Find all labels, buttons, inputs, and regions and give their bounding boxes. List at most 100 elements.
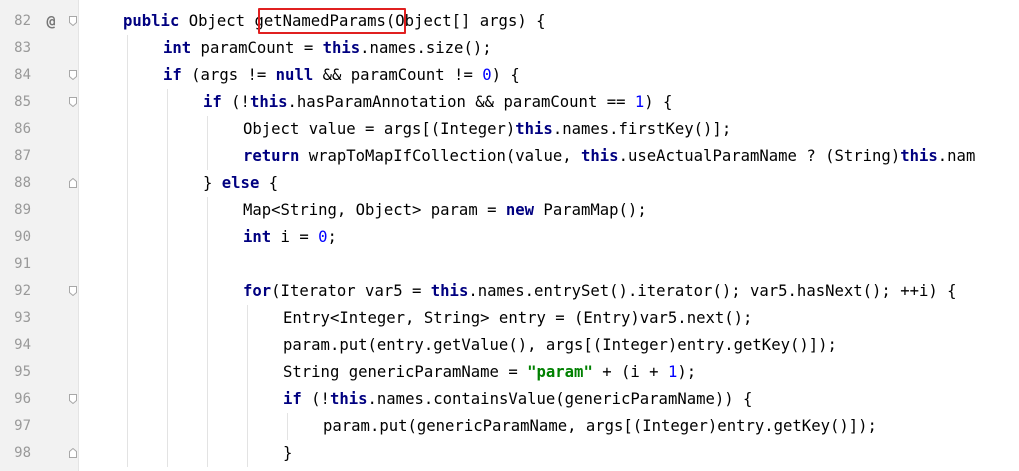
number-token: 0 xyxy=(482,66,492,84)
line-number: 94 xyxy=(14,337,31,353)
code-token: wrapToMapIfCollection(value, xyxy=(299,147,581,165)
code-token: ) { xyxy=(644,93,673,111)
number-token: 1 xyxy=(634,93,645,111)
code-token: && paramCount != xyxy=(313,66,483,84)
code-token: (Object[] args) { xyxy=(385,12,546,30)
line-number: 83 xyxy=(14,40,31,56)
code-token: ; xyxy=(327,228,337,246)
indent-guide xyxy=(207,197,208,467)
code-text: if (!this.hasParamAnnotation && paramCou… xyxy=(203,89,672,116)
code-token: .names.containsValue(genericParamName)) … xyxy=(367,390,753,408)
keyword-token: if xyxy=(163,66,182,84)
number-token: 1 xyxy=(667,363,678,381)
code-text: for(Iterator var5 = this.names.entrySet(… xyxy=(243,278,957,305)
code-token: (! xyxy=(221,93,250,111)
code-token: Map<String, Object> param = xyxy=(243,201,506,219)
indent-guide xyxy=(167,89,168,467)
fold-start-icon[interactable] xyxy=(69,70,77,80)
method-name-token: getNamedParams xyxy=(254,12,386,30)
indent-guide xyxy=(287,413,288,440)
override-marker-icon[interactable]: @ xyxy=(46,12,56,30)
keyword-token: for xyxy=(243,282,272,300)
code-text: Map<String, Object> param = new ParamMap… xyxy=(243,197,647,224)
fold-start-icon[interactable] xyxy=(69,16,77,26)
line-number: 86 xyxy=(14,121,31,137)
line-number: 87 xyxy=(14,148,31,164)
keyword-token: null xyxy=(275,66,314,84)
code-text: int i = 0; xyxy=(243,224,337,251)
line-number: 98 xyxy=(14,445,31,461)
line-number: 97 xyxy=(14,418,31,434)
line-number: 93 xyxy=(14,310,31,326)
code-text: param.put(genericParamName, args[(Intege… xyxy=(323,413,877,440)
code-token: (Iterator var5 = xyxy=(271,282,431,300)
line-number: 89 xyxy=(14,202,31,218)
code-line[interactable]: 89 Map<String, Object> param = new ParamM… xyxy=(0,197,1019,224)
code-token: .names.size(); xyxy=(360,39,492,57)
number-token: 0 xyxy=(318,228,328,246)
code-token: .names.entrySet().iterator(); var5.hasNe… xyxy=(468,282,957,300)
keyword-token: this xyxy=(322,39,361,57)
code-line[interactable]: 94 param.put(entry.getValue(), args[(Inte… xyxy=(0,332,1019,359)
indent-guide xyxy=(127,35,128,467)
code-text: } else { xyxy=(203,170,278,197)
code-text: Entry<Integer, String> entry = (Entry)va… xyxy=(283,305,752,332)
line-number: 82 xyxy=(14,13,31,29)
code-token: .nam xyxy=(937,147,976,165)
fold-end-icon[interactable] xyxy=(69,448,77,458)
code-line[interactable]: 87 return wrapToMapIfCollection(value, th… xyxy=(0,143,1019,170)
code-token: .names.firstKey()]; xyxy=(552,120,732,138)
code-line[interactable]: 90 int i = 0; xyxy=(0,224,1019,251)
code-text: int paramCount = this.names.size(); xyxy=(163,35,492,62)
keyword-token: new xyxy=(505,201,535,219)
code-token: String genericParamName = xyxy=(283,363,528,381)
code-line[interactable]: 96 if (!this.names.containsValue(genericP… xyxy=(0,386,1019,413)
code-line[interactable]: 83 int paramCount = this.names.size(); xyxy=(0,35,1019,62)
fold-end-icon[interactable] xyxy=(69,178,77,188)
code-line[interactable]: 91 xyxy=(0,251,1019,278)
line-number: 90 xyxy=(14,229,31,245)
keyword-token: this xyxy=(430,282,469,300)
fold-start-icon[interactable] xyxy=(69,286,77,296)
keyword-token: if xyxy=(203,93,222,111)
keyword-token: public xyxy=(123,12,180,30)
fold-start-icon[interactable] xyxy=(69,394,77,404)
code-token: } xyxy=(203,174,222,192)
code-token: (args != xyxy=(181,66,276,84)
code-token: { xyxy=(259,174,279,192)
keyword-token: this xyxy=(515,120,553,138)
code-token: i = xyxy=(271,228,319,246)
code-text: param.put(entry.getValue(), args[(Intege… xyxy=(283,332,837,359)
keyword-token: else xyxy=(221,174,260,192)
code-token: + (i + xyxy=(592,363,668,381)
keyword-token: this xyxy=(581,147,619,165)
fold-start-icon[interactable] xyxy=(69,97,77,107)
code-line[interactable]: 93 Entry<Integer, String> entry = (Entry)… xyxy=(0,305,1019,332)
code-line[interactable]: 97 param.put(genericParamName, args[(Inte… xyxy=(0,413,1019,440)
code-token: paramCount = xyxy=(191,39,323,57)
code-line[interactable]: 82 @ public Object getNamedParams(Object[]… xyxy=(0,8,1019,35)
code-token: (! xyxy=(301,390,330,408)
code-line[interactable]: 88} else { xyxy=(0,170,1019,197)
line-number: 91 xyxy=(14,256,31,272)
code-token: param.put(entry.getValue(), args[(Intege… xyxy=(283,336,837,354)
code-text: Object value = args[(Integer)this.names.… xyxy=(243,116,731,143)
keyword-token: int xyxy=(243,228,272,246)
line-number: 96 xyxy=(14,391,31,407)
indent-guide xyxy=(247,305,248,467)
line-number: 84 xyxy=(14,67,31,83)
keyword-token: return xyxy=(243,147,300,165)
keyword-token: if xyxy=(283,390,302,408)
code-line[interactable]: 98} xyxy=(0,440,1019,467)
keyword-token: this xyxy=(329,390,368,408)
code-line[interactable]: 86 Object value = args[(Integer)this.name… xyxy=(0,116,1019,143)
code-text: public Object getNamedParams(Object[] ar… xyxy=(123,8,546,35)
code-text: } xyxy=(283,440,292,467)
indent-guide xyxy=(207,116,208,170)
line-number: 95 xyxy=(14,364,31,380)
